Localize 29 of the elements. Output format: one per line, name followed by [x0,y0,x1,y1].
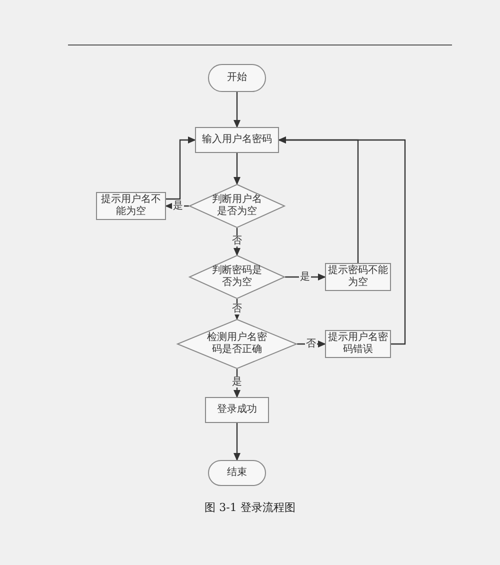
arrow [234,153,240,185]
figure-caption: 图 3-1 登录流程图 [204,500,296,515]
arrow [166,136,196,200]
node-text: 提示用户名密码错误 [327,332,389,356]
edge-label: 是 [231,376,243,388]
decision-diamond [189,184,285,228]
edge-label: 否 [305,338,317,350]
edge-label: 否 [231,304,243,314]
arrow [234,423,240,461]
node-text: 结束 [226,467,248,479]
decision-diamond [189,255,285,299]
process-box [205,397,269,423]
edge-label: 是 [172,200,184,212]
node-text: 提示密码不能为空 [327,265,389,289]
arrow [234,92,240,128]
node-text: 判断密码是否为空 [212,265,262,289]
decision-diamond [177,319,297,369]
edge-label: 是 [299,272,311,282]
node-text: 检测用户名密码是否正确 [206,332,268,356]
process-box [96,192,166,220]
node-text: 输入用户名密码 [201,134,273,146]
node-text: 提示用户名不能为空 [100,194,162,218]
arrow [278,136,406,345]
node-text: 登录成功 [216,404,258,416]
process-box [195,127,279,153]
arrow [285,274,326,280]
node-text: 开始 [226,72,248,84]
node-text: 判断用户名是否为空 [212,194,262,218]
edge-label: 否 [231,236,243,246]
